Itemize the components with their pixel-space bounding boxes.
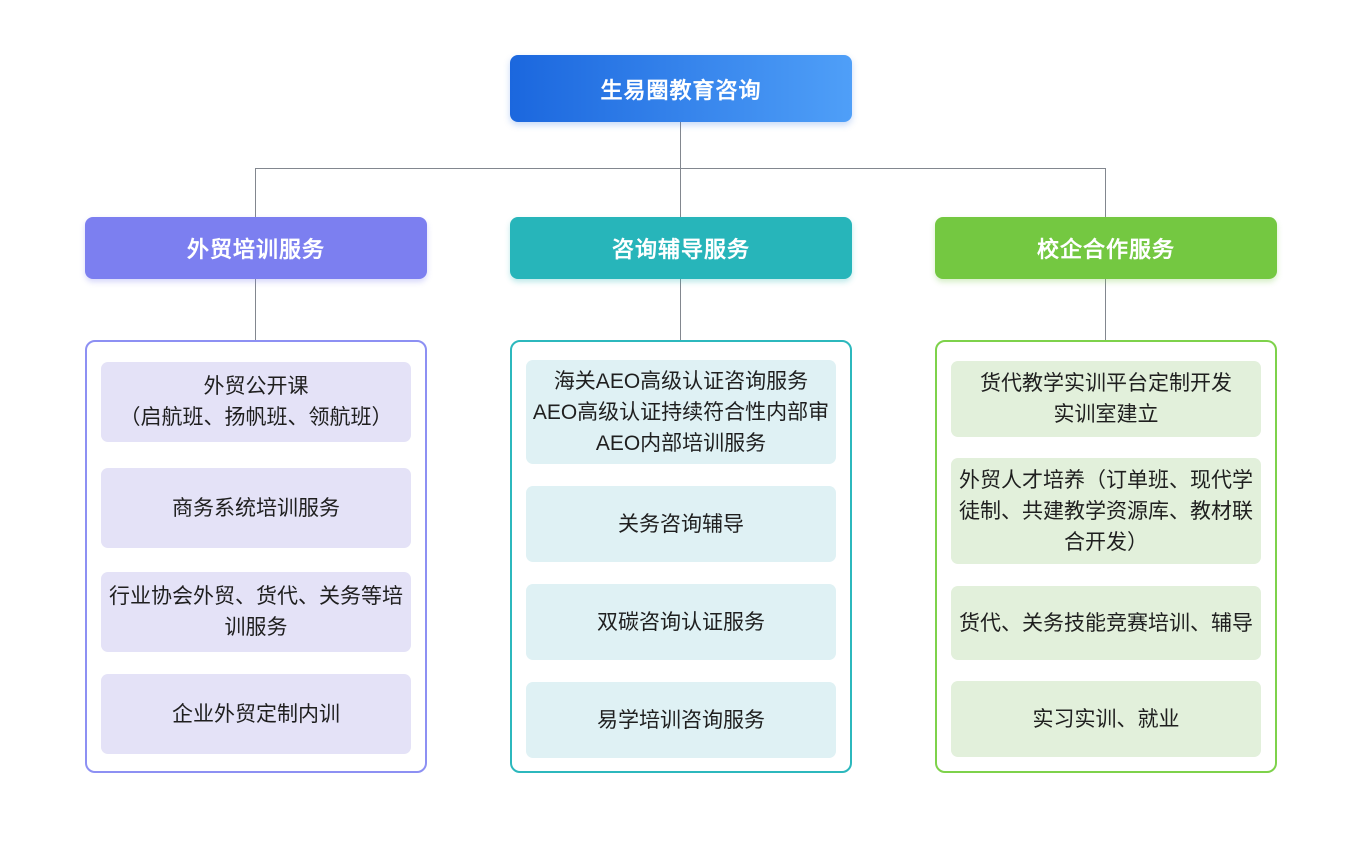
leaf-item-line: 企业外贸定制内训	[172, 702, 340, 726]
leaf-item-line: 行业协会外贸、货代、关务等培训服务	[109, 585, 403, 639]
leaf-item: 行业协会外贸、货代、关务等培训服务	[101, 572, 411, 652]
branch-header-foreign-trade-training: 外贸培训服务	[85, 217, 427, 279]
connector-branch1-drop	[255, 168, 256, 217]
branch-header-label: 外贸培训服务	[186, 237, 325, 262]
root-node: 生易圈教育咨询	[510, 55, 852, 122]
branch-group-foreign-trade-training: 外贸公开课 （启航班、扬帆班、领航班） 商务系统培训服务 行业协会外贸、货代、关…	[85, 340, 427, 773]
leaf-item: 海关AEO高级认证咨询服务 AEO高级认证持续符合性内部审 AEO内部培训服务	[526, 360, 836, 464]
connector-branch1-group	[255, 279, 256, 340]
leaf-item: 外贸公开课 （启航班、扬帆班、领航班）	[101, 362, 411, 442]
branch-header-label: 校企合作服务	[1036, 237, 1175, 262]
leaf-item: 双碳咨询认证服务	[526, 584, 836, 660]
leaf-item-line: 海关AEO高级认证咨询服务	[553, 369, 809, 393]
leaf-item-line: AEO高级认证持续符合性内部审	[532, 400, 830, 424]
leaf-item-line: 商务系统培训服务	[172, 496, 340, 520]
branch-header-consulting-coaching: 咨询辅导服务	[510, 217, 852, 279]
leaf-item: 关务咨询辅导	[526, 486, 836, 562]
connector-root-drop	[680, 122, 681, 168]
leaf-item-line: 实训室建立	[1053, 403, 1159, 426]
leaf-item: 商务系统培训服务	[101, 468, 411, 548]
leaf-item: 实习实训、就业	[951, 681, 1261, 757]
leaf-item: 易学培训咨询服务	[526, 682, 836, 758]
leaf-item-line: 关务咨询辅导	[618, 512, 744, 536]
leaf-item-line: AEO内部培训服务	[595, 431, 767, 455]
connector-branch3-group	[1105, 279, 1106, 340]
branch-group-consulting-coaching: 海关AEO高级认证咨询服务 AEO高级认证持续符合性内部审 AEO内部培训服务 …	[510, 340, 852, 773]
leaf-item-line: 易学培训咨询服务	[597, 708, 765, 732]
connector-branch3-drop	[1105, 168, 1106, 217]
branch-header-label: 咨询辅导服务	[611, 237, 750, 262]
leaf-item: 外贸人才培养（订单班、现代学徒制、共建教学资源库、教材联合开发）	[951, 458, 1261, 564]
leaf-item-line: 外贸人才培养（订单班、现代学徒制、共建教学资源库、教材联合开发）	[959, 468, 1253, 554]
leaf-item: 货代、关务技能竞赛培训、辅导	[951, 586, 1261, 660]
leaf-item-line: 双碳咨询认证服务	[597, 610, 765, 634]
leaf-item-line: 外贸公开课	[203, 375, 309, 398]
branch-header-school-enterprise: 校企合作服务	[935, 217, 1277, 279]
leaf-item: 货代教学实训平台定制开发 实训室建立	[951, 361, 1261, 437]
leaf-item-line: 货代教学实训平台定制开发	[980, 372, 1232, 395]
leaf-item-line: 实习实训、就业	[1032, 707, 1180, 731]
connector-branch2-group	[680, 279, 681, 340]
leaf-item-line: 货代、关务技能竞赛培训、辅导	[959, 611, 1253, 635]
leaf-item-line: （启航班、扬帆班、领航班）	[119, 406, 393, 429]
branch-group-school-enterprise: 货代教学实训平台定制开发 实训室建立 外贸人才培养（订单班、现代学徒制、共建教学…	[935, 340, 1277, 773]
root-node-label: 生易圈教育咨询	[600, 77, 762, 103]
connector-branch2-drop	[680, 168, 681, 217]
leaf-item: 企业外贸定制内训	[101, 674, 411, 754]
